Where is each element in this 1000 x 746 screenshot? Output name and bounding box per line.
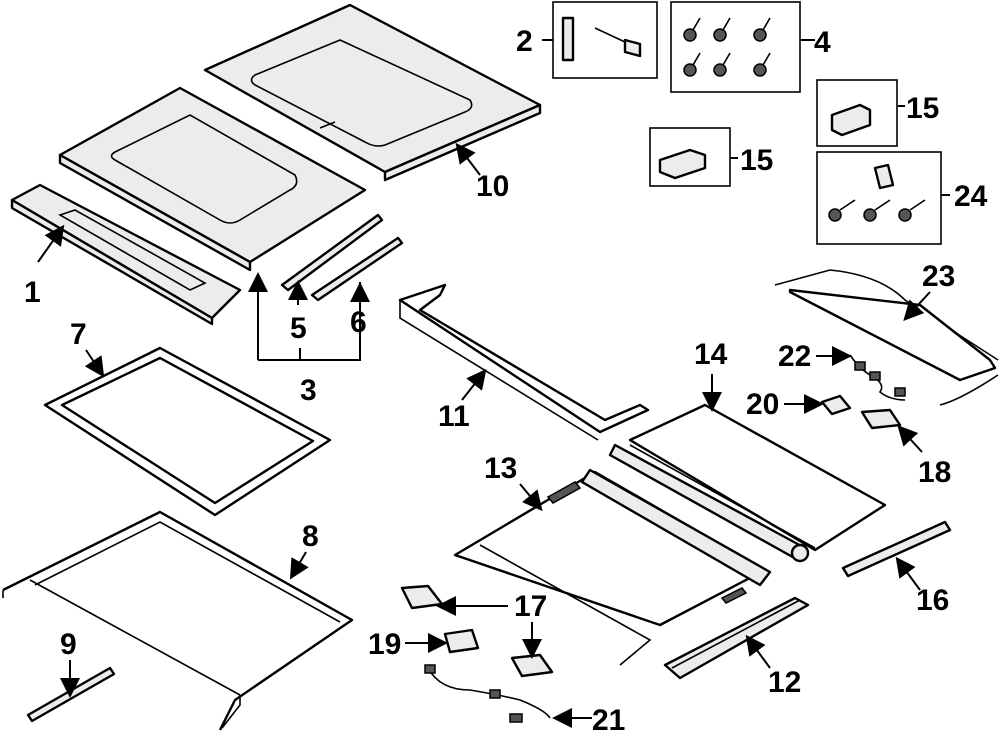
callout-13: 13 [484,452,517,485]
callout-12: 12 [768,666,801,699]
callout-20: 20 [746,388,779,421]
hardware-box-15-lower [649,127,731,187]
callout-7: 7 [70,318,87,351]
roof-panel [203,3,542,182]
callout-labels: 1 2 3 4 5 6 7 8 9 10 11 12 13 14 15 15 1… [24,25,988,737]
sunroof-glass-panel [58,86,367,272]
callout-9: 9 [60,628,77,661]
callout-2: 2 [516,25,533,58]
hardware-box-2 [552,1,658,79]
relay-module [443,628,480,654]
wiring-harness [849,354,906,401]
callout-14: 14 [694,338,728,371]
side-trim-strip [841,520,952,578]
callout-16: 16 [916,584,949,617]
callout-8: 8 [302,520,319,553]
callout-15-lower: 15 [740,144,773,177]
hardware-box-24 [816,151,942,245]
callout-1: 1 [24,276,41,309]
callout-24: 24 [954,180,988,213]
drive-cable-assembly [774,269,999,406]
control-module [820,394,852,416]
callout-23: 23 [922,260,955,293]
sunshade-roller [608,403,887,563]
drain-channel-frame [398,283,650,441]
callout-15-upper: 15 [906,92,939,125]
motor-lower [510,653,554,678]
callout-11: 11 [438,400,470,433]
callout-6: 6 [350,306,367,339]
callout-19: 19 [368,628,401,661]
switch [860,408,902,430]
motor-wiring-harness [424,664,551,723]
seal-strip-5 [280,213,384,292]
guide-rail [663,596,810,680]
hardware-box-4 [670,1,801,93]
callout-10: 10 [476,170,509,203]
roof-opening-weatherstrip [2,510,354,731]
callout-4: 4 [814,26,831,59]
callout-5: 5 [290,312,307,345]
callout-21: 21 [592,704,625,737]
callout-22: 22 [778,340,811,373]
glass-frame-seal [43,346,332,517]
motor-upper [400,584,444,610]
callout-3: 3 [300,374,317,407]
hardware-box-15-upper [816,79,898,147]
leader-lines [37,39,950,728]
seal-strip-6 [310,236,404,302]
callout-17: 17 [514,590,547,623]
callout-18: 18 [918,456,951,489]
